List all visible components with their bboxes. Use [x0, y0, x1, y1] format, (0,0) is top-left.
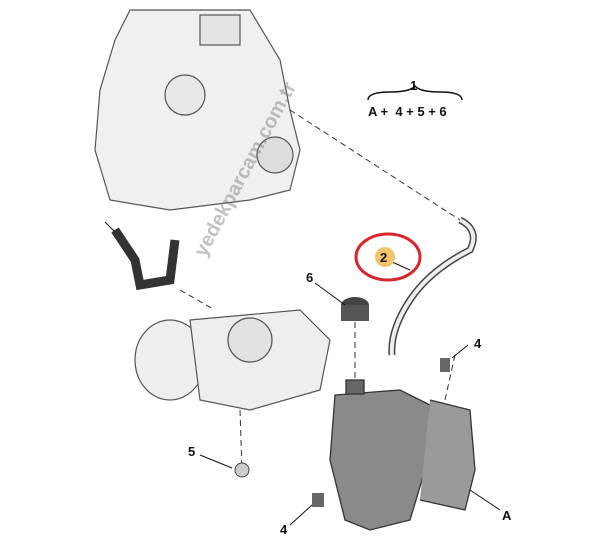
callout-6: 6	[306, 270, 314, 285]
reservoir-tank	[329, 379, 476, 531]
left-hose	[111, 227, 180, 291]
highlight-dot	[375, 247, 395, 267]
callout-4-top: 4	[474, 336, 482, 351]
assembly-number: 1	[410, 78, 418, 93]
injection-pump	[94, 9, 301, 211]
callout-A: A	[502, 508, 512, 523]
highlight-ring	[354, 232, 422, 282]
brace	[367, 84, 463, 101]
callout-5: 5	[188, 444, 196, 459]
servo-unit	[134, 309, 331, 411]
leader-line	[289, 109, 461, 221]
assembly-formula: A + 4 + 5 + 6	[368, 104, 447, 119]
callout-2: 2	[380, 250, 388, 265]
hose-part-2	[388, 216, 477, 356]
callout-4-bottom: 4	[280, 522, 288, 537]
